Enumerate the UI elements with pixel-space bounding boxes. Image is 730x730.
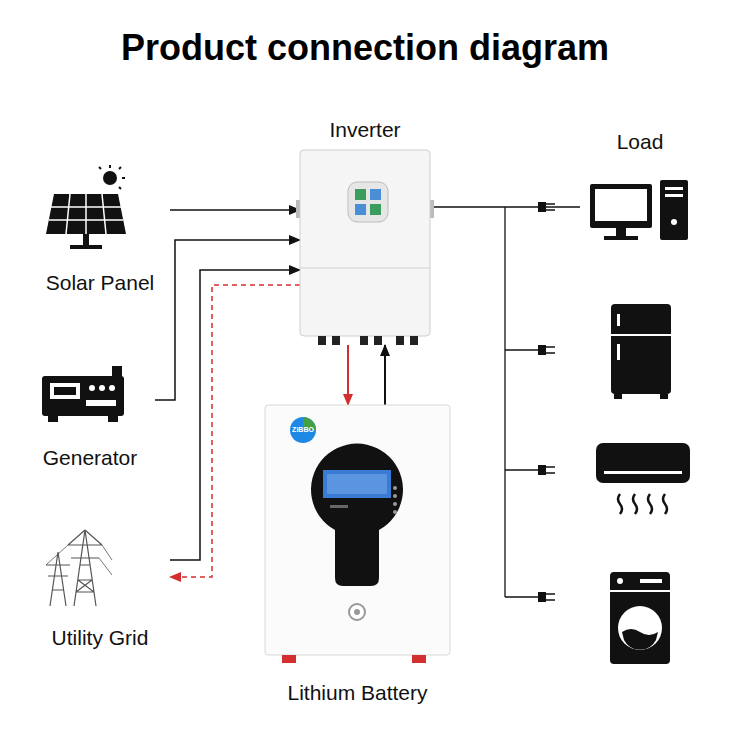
device-node: Solar Panel (30, 160, 170, 295)
device-node: Lithium Battery (265, 405, 450, 705)
device-node: Utility Grid (30, 525, 170, 650)
power-connector (384, 345, 386, 405)
battery-unit (265, 405, 450, 663)
device-node: Inverter (300, 118, 430, 345)
device-label: Solar Panel (46, 271, 155, 295)
power-connector (155, 240, 300, 400)
plug-symbols (538, 202, 555, 602)
air-conditioner-icon (596, 443, 690, 514)
solar-panel-icon (46, 165, 126, 249)
device-label: Lithium Battery (287, 681, 427, 705)
device-label: Utility Grid (52, 626, 149, 650)
device-node: Generator (25, 360, 155, 470)
device-label: Inverter (329, 118, 400, 142)
computer-icon (590, 180, 688, 240)
washing-machine-icon (610, 572, 670, 664)
device-label: Load (617, 130, 664, 154)
power-connector (170, 209, 300, 211)
generator-icon (42, 366, 124, 422)
inverter-unit (296, 150, 434, 345)
power-pylon-icon (46, 530, 112, 606)
diagram-title: Product connection diagram (0, 26, 730, 70)
brand-logo-text: ZiBBO (289, 425, 317, 435)
load-bus (505, 207, 540, 597)
device-node: Load (580, 130, 700, 245)
fridge-icon (611, 304, 671, 399)
power-connector (347, 345, 349, 405)
device-label: Generator (43, 446, 138, 470)
